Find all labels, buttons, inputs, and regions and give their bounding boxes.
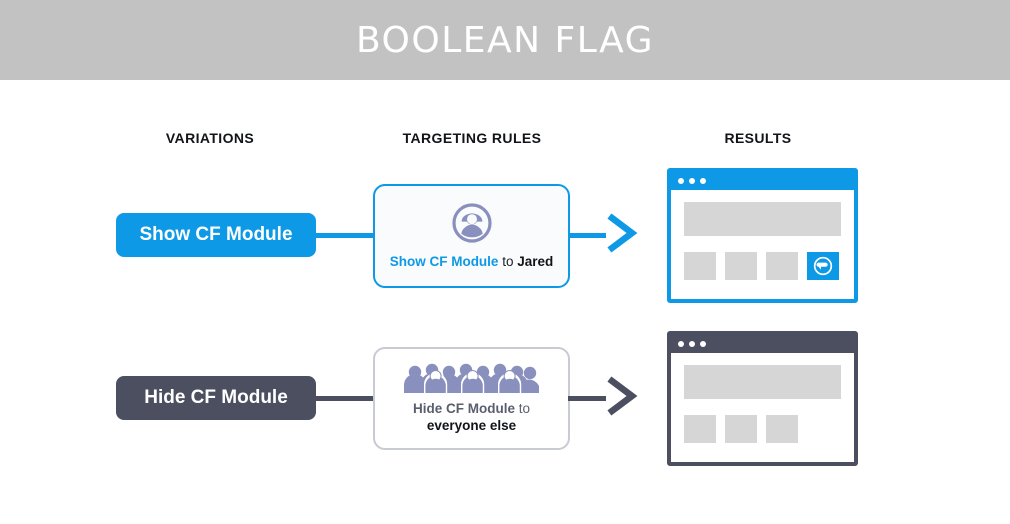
content-placeholder-block [684,365,841,399]
content-tile [684,252,716,280]
content-tile-row [684,252,841,280]
rule-name: Show CF Module [389,253,499,269]
browser-content [671,190,854,280]
variation-pill-show-cf-module[interactable]: Show CF Module [116,213,316,257]
window-dot [678,341,684,347]
window-dot [700,341,706,347]
content-tile [766,252,798,280]
targeting-rule-card-hide-cf-module[interactable]: Hide CF Module to everyone else [373,347,570,450]
window-dot [700,178,706,184]
rule-target: Jared [517,253,554,269]
rule-target: everyone else [426,418,517,433]
arrow-right-icon [602,212,644,254]
result-browser-window-with-feature [667,168,858,303]
rule-name: Hide CF Module [412,401,515,416]
browser-titlebar [671,172,854,190]
content-tile [725,415,757,443]
rule-connector-word: to [502,253,514,269]
rule-connector-word: to [518,401,531,416]
variation-pill-hide-cf-module[interactable]: Hide CF Module [116,376,316,420]
window-dot [689,341,695,347]
arrow-right-icon [602,375,644,417]
content-tile [766,415,798,443]
browser-content [671,353,854,443]
crowd-of-people-icon [404,363,539,393]
window-dot [678,178,684,184]
content-tile [684,415,716,443]
content-placeholder-block [684,202,841,236]
window-dot [689,178,695,184]
column-heading-results: RESULTS [724,130,792,146]
result-browser-window-without-feature [667,331,858,466]
single-user-icon [451,202,492,243]
targeting-rule-text: Show CF Module to Jared [390,253,554,270]
content-tile [725,252,757,280]
connector-line-variation-to-rule [314,233,376,238]
connector-line-rule-to-result [568,396,606,401]
browser-titlebar [671,335,854,353]
flag-rule-row: Hide CF Module [0,324,1010,469]
cf-module-tile[interactable] [807,252,839,280]
connector-line-variation-to-rule [314,396,376,401]
speech-bubble-flag-icon [813,256,833,276]
page-header: BOOLEAN FLAG [0,0,1010,80]
content-tile-row [684,415,841,443]
column-heading-variations: VARIATIONS [165,130,255,146]
targeting-rule-text: Hide CF Module to everyone else [413,400,530,434]
column-heading-targeting-rules: TARGETING RULES [402,130,542,146]
connector-line-rule-to-result [568,233,606,238]
page-title: BOOLEAN FLAG [355,19,655,61]
variation-pill-label: Hide CF Module [144,387,288,408]
variation-pill-label: Show CF Module [139,224,293,245]
targeting-rule-card-show-cf-module[interactable]: Show CF Module to Jared [373,184,570,288]
flag-rule-row: Show CF Module Show CF Module to Jared [0,160,1010,305]
